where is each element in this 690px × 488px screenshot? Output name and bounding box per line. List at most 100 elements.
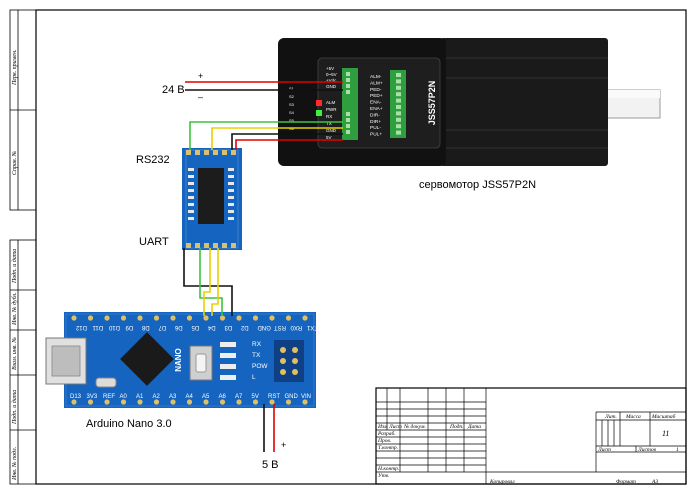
smd-component: [188, 182, 194, 185]
label-24v-plus: +: [198, 71, 203, 81]
power-terminal: [346, 72, 350, 76]
atmega-chip: [120, 332, 174, 386]
nano-bottom-pad: [104, 399, 110, 405]
label-uart: UART: [139, 236, 169, 248]
motor-small-pin-label: S2: [289, 94, 295, 99]
nano-top-pin-label: D12: [75, 324, 87, 330]
control-terminal: [396, 98, 401, 103]
control-terminal: [396, 73, 401, 77]
tb-header-sign: Подп.: [449, 423, 464, 430]
motor-right-pin-label: PED+: [370, 93, 383, 99]
motor-left-pin-label: RX: [326, 114, 332, 119]
tb-header-izm: Изм: [377, 424, 388, 430]
motor-small-pin-label: S4: [289, 110, 295, 115]
nano-bottom-pin-label: REF: [103, 394, 115, 400]
nano-top-pin-label: D9: [125, 324, 133, 330]
icsp-pin: [292, 369, 298, 375]
tb-masshtab: Масштаб: [651, 413, 676, 420]
tb-row-nkontr: Н.контр.: [377, 466, 399, 472]
nano-bottom-pad: [285, 399, 292, 405]
stamp-text-2: Справ. №: [12, 150, 18, 175]
label-servo: сервомотор JSS57P2N: [419, 179, 536, 191]
nano-bottom-pin-label: 3V3: [87, 394, 98, 400]
serial-terminal: [346, 118, 350, 122]
converter-pad: [222, 150, 227, 155]
control-terminal: [396, 79, 401, 84]
nano-top-pad: [285, 315, 292, 321]
tb-sheets: Листов: [637, 447, 657, 453]
nano-top-pad: [153, 315, 160, 321]
nano-bottom-pad: [186, 399, 193, 405]
smd-component: [228, 189, 234, 192]
smd-component: [228, 168, 234, 171]
rs232-converter: [182, 148, 242, 250]
label-24v-minus: –: [198, 92, 203, 102]
tb-header-date: Дата: [467, 424, 481, 430]
label-rs232: RS232: [136, 154, 170, 166]
smd-component: [188, 175, 194, 178]
nano-bottom-pin-label: A6: [219, 394, 227, 400]
motor-right-pin-label: ENA+: [370, 106, 383, 112]
nano-top-pad: [236, 315, 242, 321]
tb-format-value: А3: [651, 479, 658, 485]
nano-bottom-pad: [269, 399, 275, 405]
nano-bottom-pad: [236, 399, 242, 405]
max232-chip: [198, 168, 224, 224]
converter-pad: [204, 243, 209, 248]
control-terminal: [396, 85, 401, 90]
nano-top-pad: [186, 315, 193, 321]
icsp-pin: [292, 358, 298, 364]
label-5v-plus: +: [281, 440, 286, 450]
nano-bottom-pin-label: VIN: [301, 394, 311, 400]
nano-bottom-pin-label: D13: [70, 394, 82, 400]
control-terminal: [396, 111, 401, 116]
wire-conv-green: [189, 121, 343, 150]
led-label: RX: [252, 341, 262, 348]
nano-top-pad: [137, 315, 143, 321]
tb-row-tkontr: Т.контр.: [378, 445, 398, 451]
nano-bottom-pad: [252, 399, 259, 405]
motor-right-pin-label: ALM+: [370, 80, 383, 86]
tb-sheets-count: 1: [676, 447, 679, 453]
tb-row-razrab: Разраб.: [377, 430, 396, 437]
tb-format: Формат: [616, 479, 636, 485]
wire-conv-black: [231, 133, 343, 150]
serial-terminal: [346, 124, 350, 128]
stamp-text-3: Подп. и дата: [11, 249, 18, 284]
stamp-text-4: Инв. № дубл.: [11, 292, 18, 326]
motor-body: [440, 38, 608, 166]
motor-right-pin-label: PUL-: [370, 125, 381, 131]
nano-top-pin-label: D5: [191, 324, 199, 330]
converter-pad: [213, 150, 218, 155]
nano-top-pin-label: D8: [141, 324, 149, 330]
crystal: [95, 377, 117, 388]
wire-conv-yellow: [211, 127, 343, 150]
motor-small-pin-label: S3: [289, 102, 295, 107]
tb-row-prov: Пров.: [377, 438, 391, 444]
serial-terminal: [346, 112, 350, 116]
tb-header-doc: № докум.: [403, 423, 426, 430]
power-terminal: [346, 90, 350, 94]
smd-component: [188, 189, 194, 192]
nano-top-pin-label: TX1: [306, 324, 318, 330]
nano-bottom-pad: [137, 399, 143, 405]
nano-top-pin-label: D11: [92, 324, 103, 330]
wire-conv-red: [235, 139, 343, 150]
converter-pad: [231, 243, 236, 248]
label-5v: 5 B: [262, 459, 279, 471]
motor-left-pin-label: GND: [326, 128, 337, 133]
nano-top-pin-label: D6: [174, 324, 182, 330]
nano-top-pin-label: D3: [224, 324, 232, 330]
nano-bottom-pad: [120, 399, 127, 405]
nano-bottom-pin-label: 5V: [252, 394, 259, 400]
motor-left-pin-label: +Vdc: [326, 78, 337, 83]
smd-component: [188, 196, 194, 199]
control-terminal: [396, 117, 401, 122]
nano-top-pad: [71, 315, 77, 321]
label-arduino: Arduino Nano 3.0: [86, 418, 172, 430]
status-led: [220, 353, 236, 358]
nano-bottom-pin-label: GND: [285, 394, 299, 400]
converter-pad: [186, 150, 191, 155]
